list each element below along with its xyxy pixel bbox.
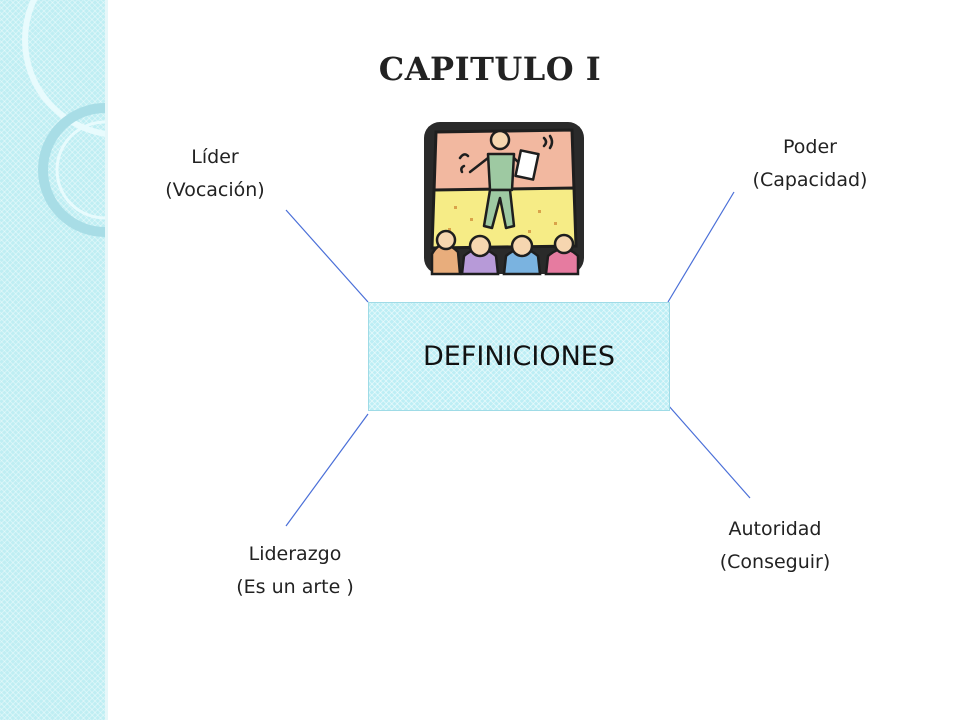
presenter-clipart-icon (424, 122, 584, 276)
node-poder-line2: (Capacidad) (752, 169, 868, 191)
node-lider-line1: Líder (191, 146, 239, 168)
node-liderazgo-line1: Liderazgo (248, 543, 342, 565)
node-poder-line1: Poder (783, 136, 837, 158)
node-lider: Líder (Vocación) (140, 141, 290, 207)
node-liderazgo-line2: (Es un arte ) (236, 576, 354, 598)
node-poder: Poder (Capacidad) (730, 131, 890, 197)
node-liderazgo: Liderazgo (Es un arte ) (215, 538, 375, 604)
slide-title: CAPITULO I (378, 50, 602, 88)
connector-lider (285, 209, 369, 303)
connector-autoridad (667, 404, 751, 499)
decorative-side-band (0, 0, 108, 720)
definiciones-box: DEFINICIONES (368, 302, 670, 411)
definiciones-label: DEFINICIONES (423, 341, 615, 372)
node-autoridad-line2: (Conseguir) (719, 551, 831, 573)
connector-liderazgo (285, 413, 369, 527)
node-autoridad-line1: Autoridad (728, 518, 822, 540)
decorative-circles (22, 0, 105, 237)
connector-poder (667, 191, 735, 303)
node-autoridad: Autoridad (Conseguir) (690, 513, 860, 579)
node-lider-line2: (Vocación) (165, 179, 265, 201)
